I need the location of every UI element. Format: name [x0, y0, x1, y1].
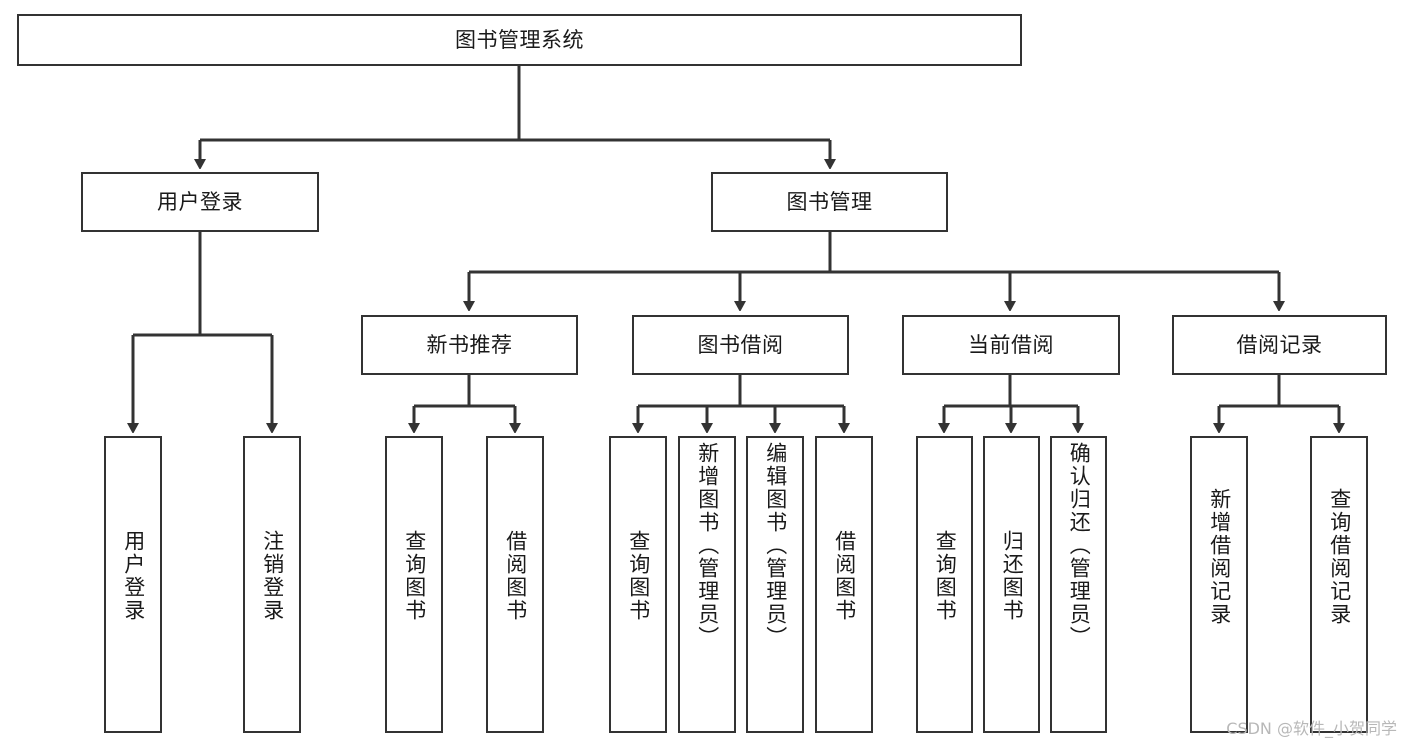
node-leaf-query-book-current-label: 查询图书 [933, 530, 958, 622]
node-leaf-query-book-borrow-label: 查询图书 [626, 530, 651, 622]
node-root[interactable]: 图书管理系统 [17, 14, 1022, 66]
node-borrow-records-label: 借阅记录 [1236, 332, 1323, 357]
node-leaf-borrow-book[interactable]: 借阅图书 [815, 436, 873, 733]
node-user-login[interactable]: 用户登录 [81, 172, 319, 232]
node-book-management[interactable]: 图书管理 [711, 172, 948, 232]
node-leaf-query-book-current[interactable]: 查询图书 [916, 436, 973, 733]
node-leaf-confirm-return[interactable]: 确认归还（管理员） [1050, 436, 1107, 733]
node-leaf-add-record[interactable]: 新增借阅记录 [1190, 436, 1248, 733]
node-current-borrow[interactable]: 当前借阅 [902, 315, 1120, 375]
node-leaf-edit-book-label: 编辑图书（管理员） [763, 442, 788, 649]
node-new-book-recommend-label: 新书推荐 [426, 332, 513, 357]
node-leaf-confirm-return-label: 确认归还（管理员） [1067, 442, 1092, 649]
csdn-watermark: CSDN @软件_小贺同学 [1226, 719, 1397, 738]
node-leaf-query-book-rec-label: 查询图书 [402, 530, 427, 622]
node-root-label: 图书管理系统 [455, 27, 584, 52]
node-leaf-query-record-label: 查询借阅记录 [1327, 488, 1352, 626]
node-book-management-label: 图书管理 [786, 189, 873, 214]
node-leaf-add-record-label: 新增借阅记录 [1207, 488, 1232, 626]
node-leaf-user-login[interactable]: 用户登录 [104, 436, 162, 733]
node-book-borrow[interactable]: 图书借阅 [632, 315, 849, 375]
node-leaf-return-book[interactable]: 归还图书 [983, 436, 1040, 733]
node-leaf-add-book-label: 新增图书（管理员） [695, 442, 720, 649]
node-leaf-add-book[interactable]: 新增图书（管理员） [678, 436, 736, 733]
node-leaf-query-book-rec[interactable]: 查询图书 [385, 436, 443, 733]
node-user-login-label: 用户登录 [157, 189, 243, 214]
node-leaf-query-book-borrow[interactable]: 查询图书 [609, 436, 667, 733]
node-leaf-borrow-book-label: 借阅图书 [832, 530, 857, 622]
node-new-book-recommend[interactable]: 新书推荐 [361, 315, 578, 375]
node-leaf-query-record[interactable]: 查询借阅记录 [1310, 436, 1368, 733]
node-book-borrow-label: 图书借阅 [697, 332, 784, 357]
node-leaf-return-book-label: 归还图书 [1000, 530, 1025, 622]
node-leaf-edit-book[interactable]: 编辑图书（管理员） [746, 436, 804, 733]
node-leaf-logout[interactable]: 注销登录 [243, 436, 301, 733]
node-leaf-borrow-book-rec-label: 借阅图书 [503, 530, 528, 622]
node-current-borrow-label: 当前借阅 [968, 332, 1054, 357]
node-borrow-records[interactable]: 借阅记录 [1172, 315, 1387, 375]
node-leaf-user-login-label: 用户登录 [121, 530, 146, 622]
node-leaf-borrow-book-rec[interactable]: 借阅图书 [486, 436, 544, 733]
node-leaf-logout-label: 注销登录 [260, 530, 285, 622]
